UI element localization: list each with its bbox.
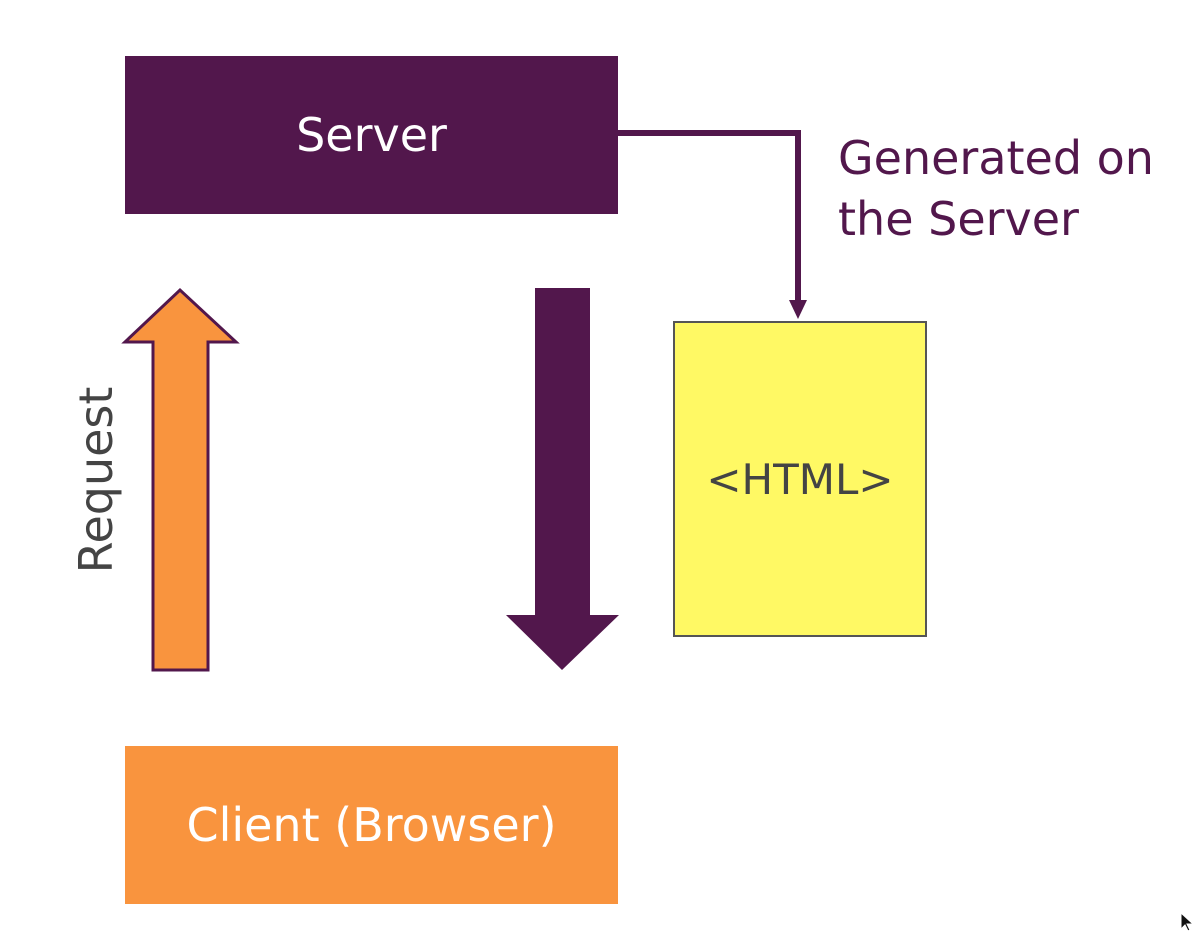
generated-line-1: Generated on (838, 131, 1154, 185)
client-box: Client (Browser) (125, 746, 618, 904)
connector-arrowhead-icon (789, 300, 807, 319)
client-label: Client (Browser) (186, 798, 557, 852)
response-arrow-icon (506, 288, 619, 670)
html-document: <HTML> (673, 321, 927, 637)
request-arrow-icon (121, 287, 240, 672)
mouse-pointer-icon (1180, 912, 1195, 932)
connector-line (618, 130, 801, 302)
server-box: Server (125, 56, 618, 214)
generated-line-2: the Server (838, 192, 1079, 246)
server-label: Server (296, 108, 447, 162)
generated-annotation: Generated on the Server (838, 128, 1178, 250)
html-document-label: <HTML> (706, 454, 894, 504)
request-label: Request (69, 386, 123, 574)
